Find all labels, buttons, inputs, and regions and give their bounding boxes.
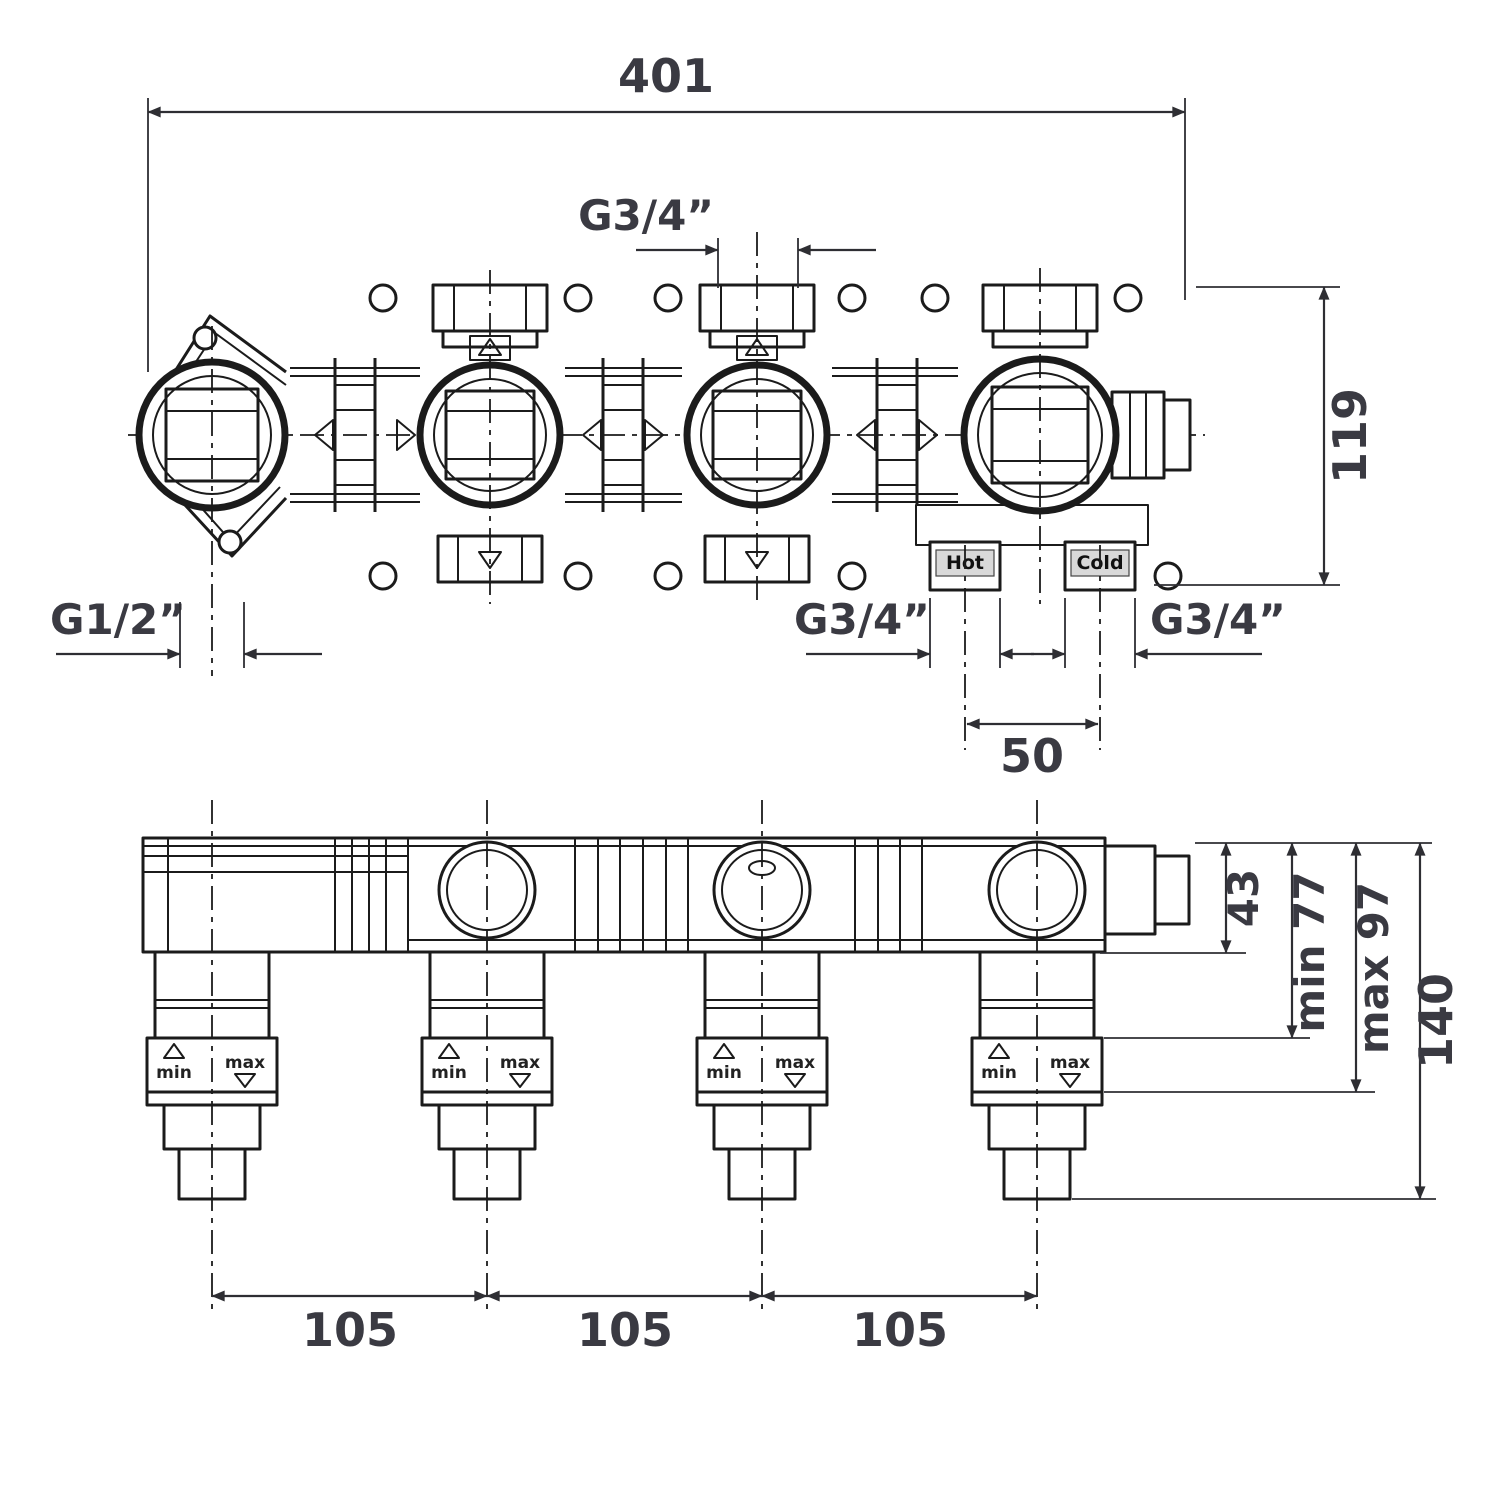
valve-centerlines: [211, 232, 1101, 750]
dim-min77-label: min 77: [1285, 871, 1334, 1032]
dim-spacing-105-2: 105: [486, 1290, 763, 1357]
dim-g34-cold-label: G3/4”: [1150, 595, 1286, 644]
dim-height-119: 119: [1154, 286, 1377, 586]
dim-g34-top-label: G3/4”: [578, 191, 714, 240]
dim-depth-min77: min 77: [1104, 842, 1334, 1039]
dim-50-label: 50: [1000, 729, 1064, 783]
outlet-nipple: [1110, 390, 1192, 480]
dim-max97-label: max 97: [1349, 882, 1398, 1054]
dim-g12-label: G1/2”: [50, 595, 186, 644]
cartridge-4-max-label: max: [1050, 1053, 1090, 1073]
dim-width-401: 401: [147, 49, 1186, 372]
dim-43-label: 43: [1219, 869, 1268, 927]
dim-105-1-label: 105: [302, 1303, 398, 1357]
dim-140-label: 140: [1409, 973, 1463, 1069]
dim-depth-43: 43: [1100, 842, 1268, 954]
dim-spacing-105-1: 105: [211, 1290, 488, 1357]
cartridge-1-min-label: min: [156, 1063, 192, 1083]
dim-401-label: 401: [618, 49, 714, 103]
cartridge-2-max-label: max: [500, 1053, 540, 1073]
cartridge-3-max-label: max: [775, 1053, 815, 1073]
dim-height-140: 140: [1072, 842, 1463, 1200]
dim-g34-hot-label: G3/4”: [794, 595, 930, 644]
mounting-bracket-2: [582, 358, 664, 512]
cartridge-2-min-label: min: [431, 1063, 467, 1083]
top-view: Hot Cold 401 G3/4”: [50, 49, 1377, 783]
mounting-bracket-3: [856, 358, 938, 512]
dim-port-g34-hot: G3/4”: [794, 595, 1034, 668]
cartridge-3-min-label: min: [706, 1063, 742, 1083]
dim-105-3-label: 105: [852, 1303, 948, 1357]
dim-spacing-50: 50: [966, 718, 1099, 783]
dim-105-2-label: 105: [577, 1303, 673, 1357]
front-view: min max min max min max: [141, 800, 1463, 1357]
dim-spacing-105-3: 105: [761, 1290, 1038, 1357]
body-rails: [290, 367, 958, 503]
top-port-3: [981, 283, 1099, 349]
dim-port-g34-cold: G3/4”: [1031, 595, 1286, 668]
dim-port-g34-top: G3/4”: [578, 191, 876, 288]
manifold-body: [141, 836, 1191, 954]
dim-depth-max97: max 97: [1104, 842, 1398, 1093]
mounting-ears: [368, 283, 1183, 591]
mounting-bracket-1: [314, 358, 416, 512]
cartridge-1-max-label: max: [225, 1053, 265, 1073]
dim-port-g12: G1/2”: [50, 595, 322, 668]
cartridge-4-min-label: min: [981, 1063, 1017, 1083]
dim-119-label: 119: [1323, 388, 1377, 484]
